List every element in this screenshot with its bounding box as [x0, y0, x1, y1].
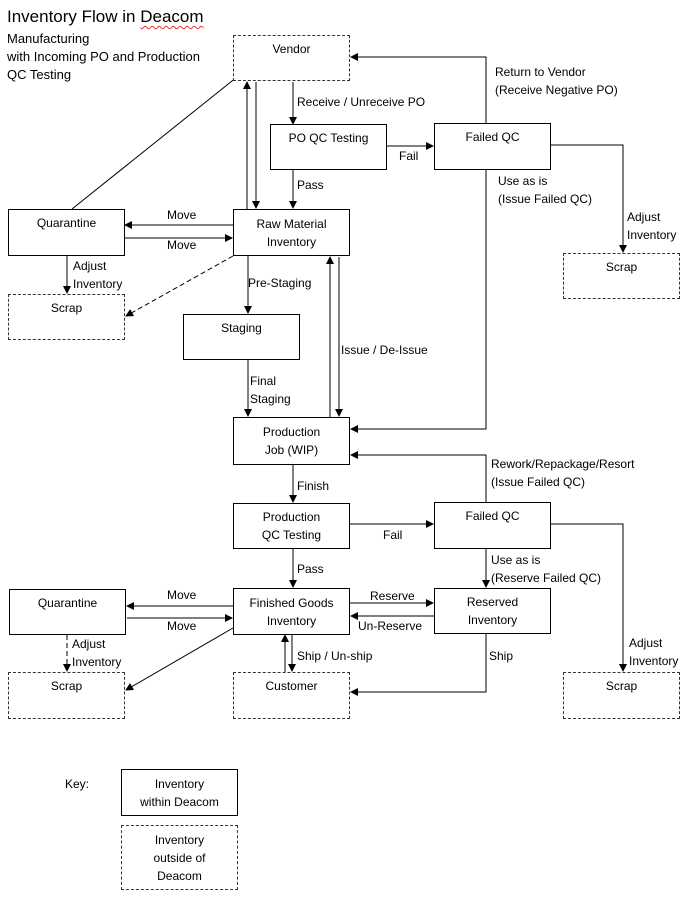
label-issue-failed-qc-mid: (Issue Failed QC): [491, 475, 586, 489]
arrow-quarantine-vendor: [71, 72, 243, 210]
reserved-inventory-label: Reserved Inventory: [466, 595, 519, 627]
arrow-failedqc-use: [350, 170, 487, 433]
key-inside-label: Inventory within Deacom: [140, 776, 219, 809]
customer-node: Customer: [233, 672, 350, 719]
key-inside-node: Inventory within Deacom: [121, 769, 238, 816]
label-un-reserve: Un-Reserve: [358, 619, 423, 633]
label-issue-failed-qc-top: (Issue Failed QC): [498, 192, 593, 206]
label-receive-unreceive-po: Receive / Unreceive PO: [297, 95, 426, 109]
page-title: Inventory Flow in Deacom: [7, 6, 204, 28]
arrow-raw-scrap-dashed: [125, 255, 234, 317]
customer-label: Customer: [265, 679, 318, 693]
label-adjust-left-top-2: Inventory: [73, 277, 123, 291]
scrap-right-top-label: Scrap: [605, 260, 638, 274]
label-pass-bottom: Pass: [297, 562, 324, 576]
label-fail-top: Fail: [399, 149, 419, 163]
quarantine-top-node: Quarantine: [8, 209, 125, 256]
label-final-staging-2: Staging: [250, 392, 291, 406]
label-move-top-2: Move: [167, 238, 197, 252]
key-label: Key:: [65, 777, 90, 791]
label-adjust-right-top-1: Adjust: [627, 210, 661, 224]
label-pre-staging: Pre-Staging: [248, 276, 312, 290]
production-qc-node: Production QC Testing: [233, 503, 350, 549]
label-finish: Finish: [297, 479, 330, 493]
quarantine-bottom-label: Quarantine: [37, 596, 98, 610]
label-ship-unship: Ship / Un-ship: [297, 649, 373, 663]
scrap-left-top-node: Scrap: [8, 294, 125, 340]
label-rework: Rework/Repackage/Resort: [491, 457, 635, 471]
label-move-bottom-1: Move: [167, 588, 197, 602]
label-adjust-right-bottom-1: Adjust: [629, 636, 663, 650]
production-job-label: Production Job (WIP): [262, 425, 321, 457]
label-ship: Ship: [489, 649, 514, 663]
key-outside-label: Inventory outside of Deacom: [153, 832, 206, 883]
failed-qc-bottom-label: Failed QC: [465, 509, 520, 523]
arrow-failedqc-scrap: [551, 144, 627, 253]
label-adjust-right-bottom-2: Inventory: [629, 654, 679, 668]
arrow-rework: [350, 451, 487, 502]
staging-label: Staging: [221, 321, 262, 335]
arrow-failedqc-scrap-bottom: [551, 523, 627, 672]
failed-qc-top-node: Failed QC: [434, 123, 551, 170]
label-reserve: Reserve: [370, 589, 415, 603]
label-move-bottom-2: Move: [167, 619, 197, 633]
label-adjust-left-bottom-1: Adjust: [72, 637, 106, 651]
vendor-node: Vendor: [233, 35, 350, 81]
raw-material-node: Raw Material Inventory: [233, 209, 350, 256]
finished-goods-node: Finished Goods Inventory: [233, 588, 350, 635]
failed-qc-top-label: Failed QC: [465, 130, 520, 144]
staging-node: Staging: [183, 314, 300, 360]
scrap-right-bottom-node: Scrap: [563, 672, 680, 719]
reserved-inventory-node: Reserved Inventory: [434, 588, 551, 634]
label-adjust-right-top-2: Inventory: [627, 228, 677, 242]
quarantine-bottom-node: Quarantine: [9, 589, 126, 635]
production-qc-label: Production QC Testing: [261, 510, 322, 542]
label-pass-top: Pass: [297, 178, 324, 192]
arrow-finished-scrap: [125, 627, 234, 691]
title-brand: Deacom: [140, 7, 204, 26]
scrap-left-top-label: Scrap: [50, 301, 83, 315]
title-prefix: Inventory Flow in: [7, 7, 141, 26]
production-job-node: Production Job (WIP): [233, 417, 350, 465]
failed-qc-bottom-node: Failed QC: [434, 502, 551, 549]
vendor-label: Vendor: [272, 42, 311, 56]
label-issue-de-issue: Issue / De-Issue: [341, 343, 428, 357]
label-final-staging-1: Final: [250, 374, 277, 388]
finished-goods-label: Finished Goods Inventory: [249, 595, 334, 628]
scrap-left-bottom-node: Scrap: [8, 672, 125, 719]
raw-material-label: Raw Material Inventory: [256, 216, 327, 249]
label-use-as-is-bottom: Use as is: [491, 553, 541, 567]
arrow-reserved-ship: [350, 634, 487, 696]
arrow-failedqc-return: [350, 53, 487, 123]
po-qc-testing-node: PO QC Testing: [270, 124, 387, 170]
label-reserve-failed-qc: (Reserve Failed QC): [491, 571, 602, 585]
label-return-to-vendor: Return to Vendor: [495, 65, 586, 79]
label-adjust-left-bottom-2: Inventory: [72, 655, 122, 669]
quarantine-top-label: Quarantine: [36, 216, 97, 230]
scrap-right-top-node: Scrap: [563, 253, 680, 299]
label-use-as-is-top: Use as is: [498, 174, 548, 188]
label-move-top-1: Move: [167, 208, 197, 222]
key-outside-node: Inventory outside of Deacom: [121, 825, 238, 890]
scrap-right-bottom-label: Scrap: [605, 679, 638, 693]
scrap-left-bottom-label: Scrap: [50, 679, 83, 693]
page-subtitle: Manufacturing with Incoming PO and Produ…: [7, 31, 200, 82]
po-qc-label: PO QC Testing: [288, 131, 369, 145]
label-fail-bottom: Fail: [383, 528, 403, 542]
label-adjust-left-top-1: Adjust: [73, 259, 107, 273]
label-receive-negative-po: (Receive Negative PO): [495, 83, 618, 97]
